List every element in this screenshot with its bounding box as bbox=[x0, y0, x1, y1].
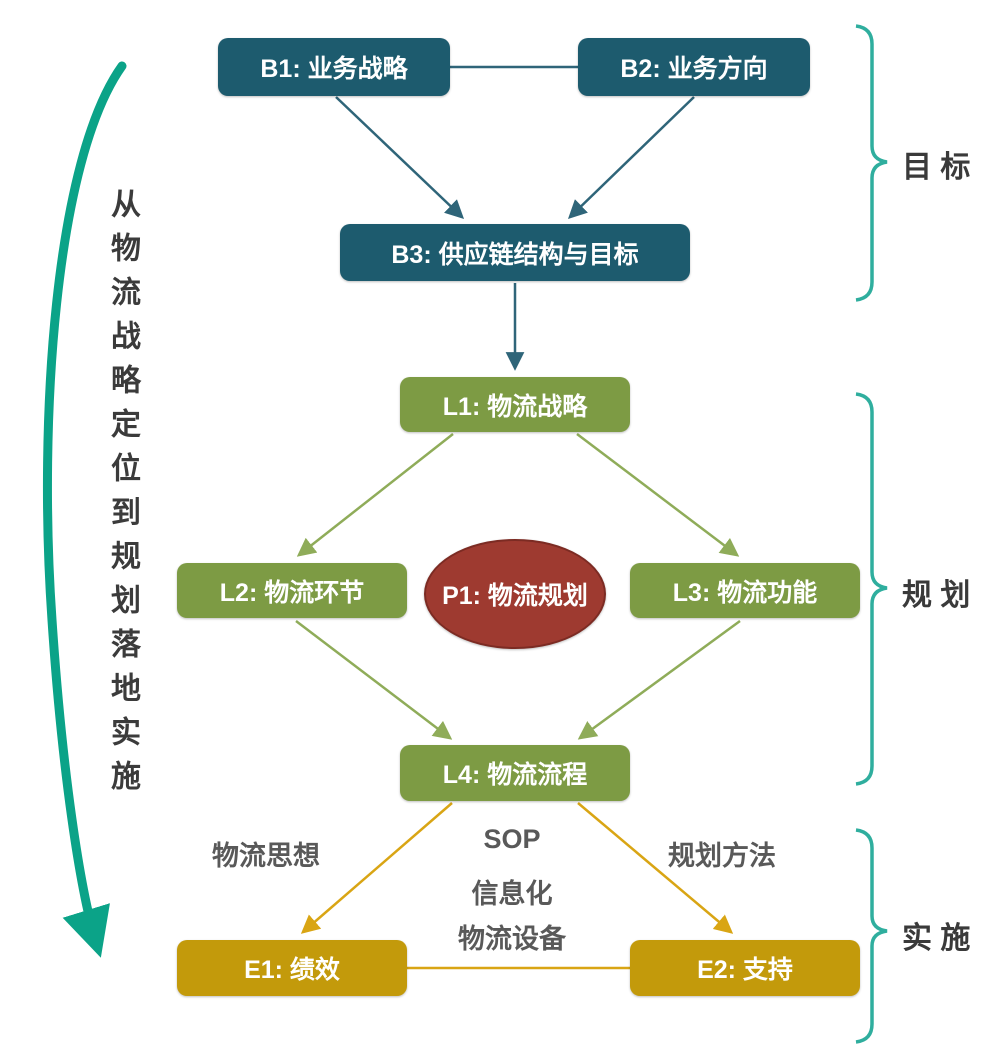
annotation-planning-method: 规划方法 bbox=[668, 841, 776, 871]
annotation-informatization: 信息化 bbox=[471, 879, 553, 909]
connector-l4-e1 bbox=[300, 802, 453, 934]
annotation-logistics-thought: 物流思想 bbox=[212, 841, 320, 871]
node-e1-performance[interactable]: E1: 绩效 bbox=[177, 940, 407, 996]
connector-l2-l4 bbox=[295, 620, 453, 740]
node-b2-business-direction[interactable]: B2: 业务方向 bbox=[578, 38, 810, 96]
node-b1-business-strategy[interactable]: B1: 业务战略 bbox=[218, 38, 450, 96]
node-l4-logistics-process[interactable]: L4: 物流流程 bbox=[400, 745, 630, 801]
bracket-goal bbox=[855, 24, 888, 302]
connector-l3-l4 bbox=[577, 619, 741, 740]
section-label-implement: 实 施 bbox=[902, 922, 971, 955]
side-vertical-caption: 从物流战略定位到规划落地实施 bbox=[106, 188, 139, 804]
section-label-plan: 规 划 bbox=[902, 579, 971, 612]
bracket-implement bbox=[855, 828, 888, 1044]
connector-b2-b3 bbox=[567, 96, 695, 219]
node-l3-logistics-functions[interactable]: L3: 物流功能 bbox=[630, 563, 860, 618]
section-label-goal: 目 标 bbox=[902, 151, 971, 184]
node-l1-logistics-strategy[interactable]: L1: 物流战略 bbox=[400, 377, 630, 432]
bracket-plan bbox=[855, 392, 888, 786]
annotation-sop: SOP bbox=[483, 824, 541, 854]
node-p1-logistics-planning[interactable]: P1: 物流规划 bbox=[424, 539, 606, 649]
node-b3-supply-chain-structure[interactable]: B3: 供应链结构与目标 bbox=[340, 224, 690, 281]
side-curved-arrow bbox=[42, 61, 127, 958]
connector-l1-l3 bbox=[576, 433, 740, 557]
connector-l1-l2 bbox=[296, 433, 454, 557]
connector-b1-b3 bbox=[335, 96, 465, 219]
node-e2-support[interactable]: E2: 支持 bbox=[630, 940, 860, 996]
node-l2-logistics-links[interactable]: L2: 物流环节 bbox=[177, 563, 407, 618]
connector-l4-e2 bbox=[577, 802, 734, 934]
annotation-logistics-equipment: 物流设备 bbox=[458, 924, 566, 954]
